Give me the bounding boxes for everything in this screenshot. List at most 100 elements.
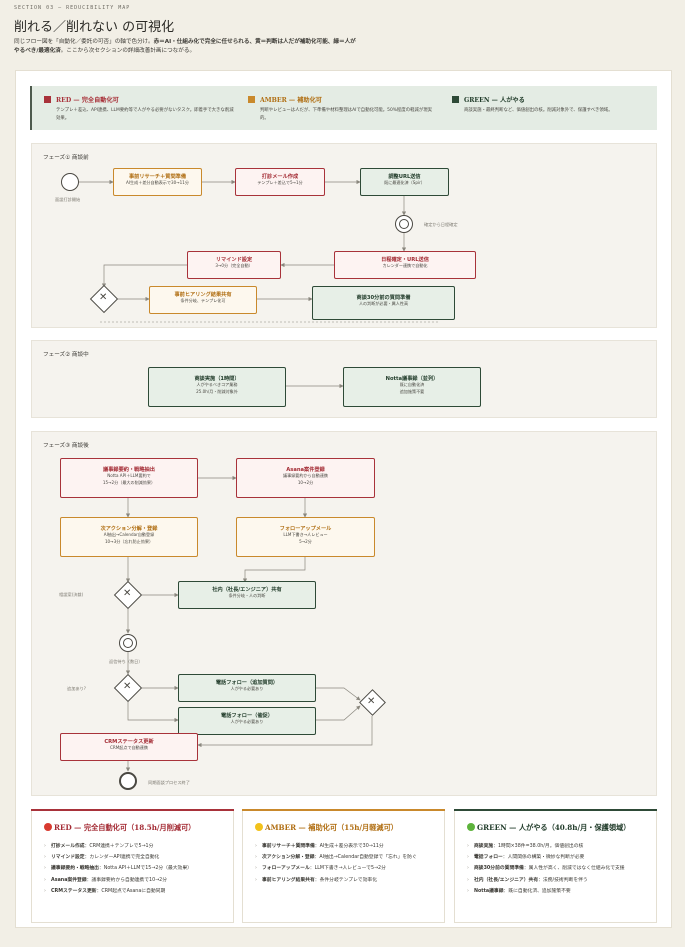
summary-green-list: 商談実施：1時間×38件=38.0h/月。価値創出の核 電話フォロー：人間関係の… [467, 843, 647, 899]
step-desc: 5→2分 [299, 538, 312, 544]
list-item: 次アクション分解・登録：AI抽出→Calendar自動登録で「忘れ」を防ぐ [255, 854, 435, 861]
legend: RED — 完全自動化可 テンプレ＋差込、API連携、LLM要約等で人がやる必要… [30, 86, 657, 130]
phase3-label: フェーズ③ 商談後 [43, 443, 89, 449]
wait-node-inner [123, 638, 133, 648]
list-item: リマインド設定：カレンダーAPI連携で完全自動化 [44, 854, 224, 861]
step-desc: 10→3分（忘れ防止効果） [104, 538, 154, 544]
step-title: 社内（社長/エンジニア）共有 [212, 587, 282, 593]
summary-green-bar [454, 809, 657, 811]
item-value: ：CRM起点でAsanaに自動同期 [96, 888, 166, 894]
step-title: 次アクション分解・登録 [100, 526, 158, 532]
step-desc: 条件分岐、テンプレ化可 [180, 298, 226, 303]
list-item: 議事録要約・戦略抽出：Notta API＋LLMで15→2分（最大効果） [44, 865, 224, 872]
step-inquiry-mail: 打診メール作成テンプレ＋差込で5→1分 [235, 168, 325, 196]
lead-part-3: やるべき/最適化済 [14, 48, 61, 54]
step-title: Notta議事録（並列） [385, 376, 439, 382]
item-value: ：1時間×38件=38.0h/月。価値創出の核 [493, 844, 584, 849]
item-key: 議事録要約・戦略抽出 [51, 866, 99, 872]
wait-node-reply [119, 634, 137, 652]
step-title: 打診メール作成 [261, 174, 299, 180]
step-schedule-url: 調整URL送信既に最適化済（Spir） [360, 168, 449, 196]
legend-green-title: GREEN — 人がやる [464, 97, 525, 104]
step-desc: 15→2分（最大の削減効果） [102, 479, 156, 485]
wait-node-inner [399, 219, 409, 229]
item-key: 社内（社長/エンジニア）共有 [474, 877, 539, 883]
item-key: Asana案件登録 [51, 877, 87, 883]
legend-green-desc: 商談実施・最終判断など、価値創出の核。削減対象外で、保護すべき領域。 [464, 108, 613, 113]
step-hearing-share: 事前ヒアリング結果共有条件分岐、テンプレ化可 [149, 286, 257, 314]
step-title: フォローアップメール [279, 526, 332, 532]
item-key: 電話フォロー [474, 855, 503, 861]
step-desc: 10→2分 [297, 479, 314, 485]
step-desc: AI生成＋差分自動表示で30→11分 [126, 180, 189, 185]
legend-red-desc: テンプレ＋差込、API連携、LLM要約等で人がやる必要がないタスク。即着手で大き… [56, 108, 234, 121]
start-node [61, 173, 79, 191]
item-value: ：法務/技術判断を伴う [538, 877, 588, 883]
yellow-circle-icon [255, 823, 263, 831]
phase1-label: フェーズ① 商談前 [43, 155, 89, 161]
step-title: 商談実施（1時間） [194, 376, 240, 382]
wait-note: 確定から日程確定 [424, 222, 458, 227]
item-key: フォローアップメール [262, 866, 310, 872]
step-desc: 議事録要約から自動連携 [282, 473, 329, 478]
summary-red-list: 打診メール作成：CRM連携＋テンプレで5→1分 リマインド設定：カレンダーAPI… [44, 843, 224, 899]
item-value: ：CRM連携＋テンプレで5→1分 [84, 844, 154, 849]
summary-amber: AMBER — 補助化可（15h/月軽減可） 事前リサーチ＋質問準備：AI生成＋… [242, 809, 445, 923]
step-title: 議事録要約・戦略抽出 [103, 467, 155, 473]
list-item: CRMステータス更新：CRM起点でAsanaに自動同期 [44, 888, 224, 895]
item-value: ：Notta API＋LLMで15→2分（最大効果） [98, 866, 192, 872]
item-key: CRMステータス更新 [51, 888, 97, 894]
additional-note: 追加あり? [67, 686, 86, 691]
decision-x-icon: ✕ [123, 681, 132, 692]
item-key: Notta議事録 [474, 888, 504, 894]
item-value: ：カレンダーAPI連携で完全自動化 [84, 855, 160, 861]
end-node [119, 772, 137, 790]
step-title: Asana案件登録 [286, 467, 325, 473]
step-title: CRMステータス更新 [104, 739, 154, 745]
step-title: 事前リサーチ＋質問準備 [128, 174, 187, 180]
section-label: SECTION 03 — REDUCIBILITY MAP [14, 5, 131, 11]
reply-wait-note: 返信待ち（数日） [109, 659, 143, 664]
item-value: ：LLM下書き→人レビューで5→2分 [309, 866, 386, 872]
item-value: ：属人性が高く、削減ではなく仕組み化で支援 [523, 866, 625, 872]
phase2-label: フェーズ② 商談中 [43, 352, 89, 358]
summary-green-title: GREEN — 人がやる（40.8h/月・保護領域） [477, 823, 631, 832]
list-item: 電話フォロー：人間関係の構築・微妙な判断が必要 [467, 854, 647, 861]
red-circle-icon [44, 823, 52, 831]
legend-amber-title: AMBER — 補助化可 [260, 97, 322, 104]
item-key: 次アクション分解・登録 [262, 855, 315, 861]
step-notta: Notta議事録（並列）既に自動化済追加施策不要 [343, 367, 481, 407]
step-pre-questions: 商談30分前の質問準備人の判断が必要・属人性高 [312, 286, 455, 320]
summary-green-heading: GREEN — 人がやる（40.8h/月・保護領域） [467, 823, 630, 833]
wait-node [395, 215, 413, 233]
list-item: 事前ヒアリング結果共有：条件分岐テンプレで効率化 [255, 877, 435, 884]
merge-x-icon: ✕ [367, 696, 376, 707]
item-key: 事前リサーチ＋質問準備 [262, 844, 315, 849]
end-note: 同期面談プロセス終了 [148, 780, 190, 785]
list-item: 商談実施：1時間×38件=38.0h/月。価値創出の核 [467, 843, 647, 850]
step-phone-additional: 電話フォロー（追加質問）人がやる必要あり [178, 674, 316, 702]
summary-amber-list: 事前リサーチ＋質問準備：AI生成＋差分表示で30→11分 次アクション分解・登録… [255, 843, 435, 888]
item-value: ：人間関係の構築・微妙な判断が必要 [502, 855, 585, 861]
step-desc: 人がやる必要あり [230, 686, 264, 691]
step-desc: 条件分岐・人の判断 [228, 593, 266, 598]
start-note: 面談打診開始 [55, 197, 81, 202]
step-desc: 人がやる必要あり [230, 719, 264, 724]
list-item: Asana案件登録：議事録要約から自動連携で10→2分 [44, 877, 224, 884]
lead-text: 同じフロー図を「自動化／委託の可否」の軸で色分け。赤＝AI・仕組み化で完全に任せ… [14, 38, 424, 56]
item-value: ：AI抽出→Calendar自動登録で「忘れ」を防ぐ [314, 855, 417, 861]
summary-red-heading: RED — 完全自動化可（18.5h/月削減可） [44, 823, 195, 833]
step-desc: 3→0分（完全自動） [215, 263, 253, 268]
step-desc: 既に最適化済（Spir） [384, 180, 425, 185]
lead-part-2: 赤＝AI・仕組み化で完全に任せられる、黄＝判断は人だが補助化可能、緑＝人が [153, 39, 356, 45]
list-item: フォローアップメール：LLM下書き→人レビューで5→2分 [255, 865, 435, 872]
legend-amber-desc: 判断やレビューは人だが、下準備や材料整理はAIで自動化可能。50%程度の軽減が現… [260, 108, 433, 121]
